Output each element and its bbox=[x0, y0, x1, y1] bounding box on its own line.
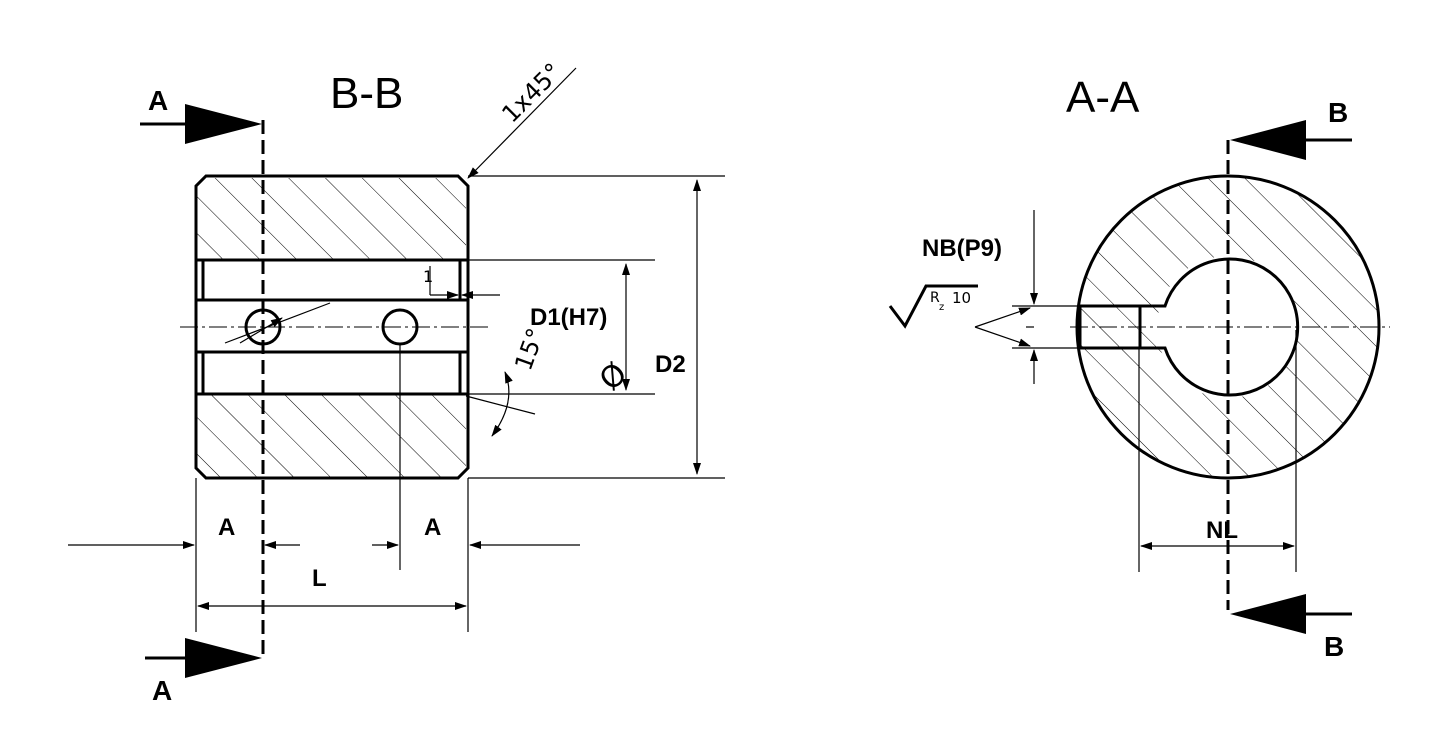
section-aa-view: A-A B B NB(P9) bbox=[888, 73, 1390, 662]
offset-a-right-label: A bbox=[424, 514, 441, 541]
roughness-z: z bbox=[939, 302, 944, 313]
cut-arrow-b-bottom bbox=[1230, 594, 1352, 634]
roughness-value: 10 bbox=[952, 289, 971, 307]
section-bb-title: B-B bbox=[330, 69, 403, 118]
roughness-r: R bbox=[930, 290, 940, 306]
cut-letter-b-bottom: B bbox=[1324, 631, 1344, 662]
ring-hatch bbox=[1076, 176, 1379, 478]
cut-arrow-b-top bbox=[1230, 120, 1352, 160]
cut-arrow-a-bottom bbox=[145, 638, 262, 678]
key-width-label: NB(P9) bbox=[922, 235, 1002, 262]
key-depth-label: NL bbox=[1206, 517, 1238, 544]
outer-diameter-label: D2 bbox=[655, 351, 686, 378]
bore-contour bbox=[196, 258, 468, 396]
groove-depth-dim bbox=[429, 266, 500, 299]
key-width-dimension bbox=[1012, 210, 1082, 384]
upper-wall-hatch bbox=[196, 178, 466, 260]
part-outline bbox=[194, 174, 470, 480]
groove-depth-label: 1 bbox=[423, 267, 433, 286]
roughness-symbol bbox=[888, 284, 1034, 347]
section-bb-view: B-B A A bbox=[68, 58, 725, 706]
cut-letter-b-top: B bbox=[1328, 97, 1348, 128]
chamfer-leader bbox=[467, 67, 577, 179]
length-label: L bbox=[312, 565, 327, 592]
diameter-symbol: Ø bbox=[593, 356, 634, 397]
chamfer-label: 1x45° bbox=[496, 58, 567, 129]
key-depth-dimension bbox=[1138, 330, 1297, 572]
offset-a-left-label: A bbox=[218, 514, 235, 541]
section-aa-title: A-A bbox=[1066, 73, 1140, 122]
angle-label: 15° bbox=[509, 324, 550, 374]
angle-leader bbox=[224, 302, 536, 437]
lower-wall-hatch bbox=[196, 394, 466, 478]
bore-label: D1(H7) bbox=[530, 304, 607, 331]
cut-arrow-a-top bbox=[140, 104, 262, 144]
d2-dimension bbox=[468, 175, 725, 479]
offset-a-dimensions bbox=[68, 344, 580, 632]
bore-with-keyway bbox=[1138, 257, 1300, 397]
cut-letter-a-top: A bbox=[148, 85, 168, 116]
cut-letter-a-bottom: A bbox=[152, 675, 172, 706]
